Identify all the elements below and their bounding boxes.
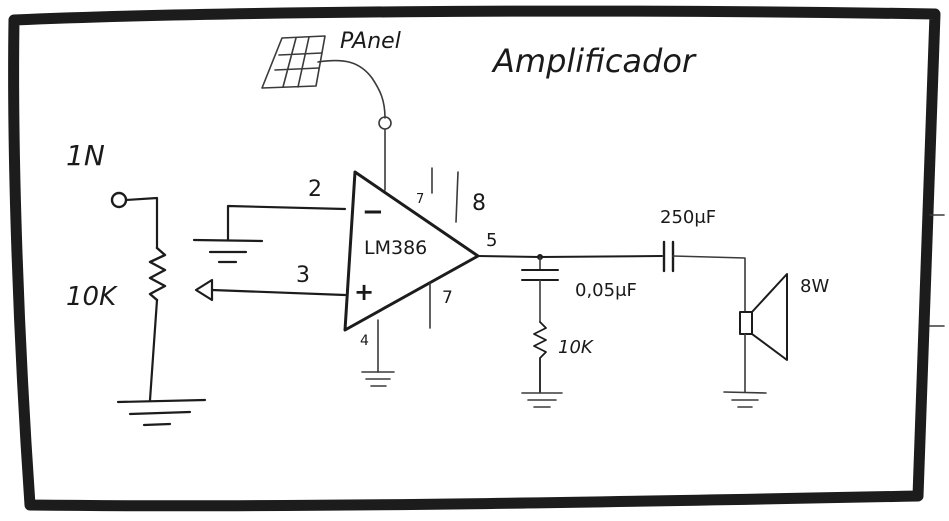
pin8-label: 8 xyxy=(472,191,486,216)
pin8-top-lead xyxy=(455,171,459,223)
pin2-wire xyxy=(226,204,347,242)
chip-label: LM386 xyxy=(364,237,427,259)
input-terminal xyxy=(110,191,128,209)
pin3-label: 3 xyxy=(296,263,310,288)
panel-wire xyxy=(317,59,386,119)
pin4-ground-icon xyxy=(361,371,395,387)
lm386-chip xyxy=(343,170,480,332)
filter-ground-icon xyxy=(521,392,563,408)
pot-to-ground-wire xyxy=(148,298,159,402)
filter-cap-label: 0,05μF xyxy=(575,280,637,301)
frame-border xyxy=(8,5,941,512)
potentiometer-resistor xyxy=(148,246,167,302)
pin2-ground-icon xyxy=(192,238,264,264)
output-wire xyxy=(477,255,663,258)
panel-terminal xyxy=(378,116,392,130)
pot-label: 10K xyxy=(66,282,118,312)
solar-panel-icon xyxy=(261,35,326,89)
filter-capacitor xyxy=(521,269,559,281)
pin7-label: 7 xyxy=(442,288,453,308)
title-text: Amplificador xyxy=(491,42,697,80)
pin3-wire xyxy=(210,288,347,297)
pin7-top-label: 7 xyxy=(416,192,424,207)
pin4-label: 4 xyxy=(360,333,369,349)
out-cap-label: 250μF xyxy=(660,207,716,228)
pot-wiper-arrow xyxy=(194,278,214,302)
speaker-ground-icon xyxy=(723,391,767,408)
filter-res-label: 10K xyxy=(558,337,594,358)
pin2-label: 2 xyxy=(308,177,322,202)
ground-icon xyxy=(116,398,207,427)
input-label: 1N xyxy=(66,139,105,172)
cap-to-speaker-wire xyxy=(672,255,746,313)
input-wire xyxy=(124,196,159,250)
plus-sign: + xyxy=(354,278,374,306)
filter-resistor xyxy=(533,321,547,393)
panel-label: PAnel xyxy=(340,29,401,54)
speaker-label: 8W xyxy=(800,276,829,297)
minus-sign: − xyxy=(362,197,384,227)
speaker-icon xyxy=(739,273,788,361)
pin5-label: 5 xyxy=(486,230,497,251)
output-capacitor xyxy=(662,240,675,273)
